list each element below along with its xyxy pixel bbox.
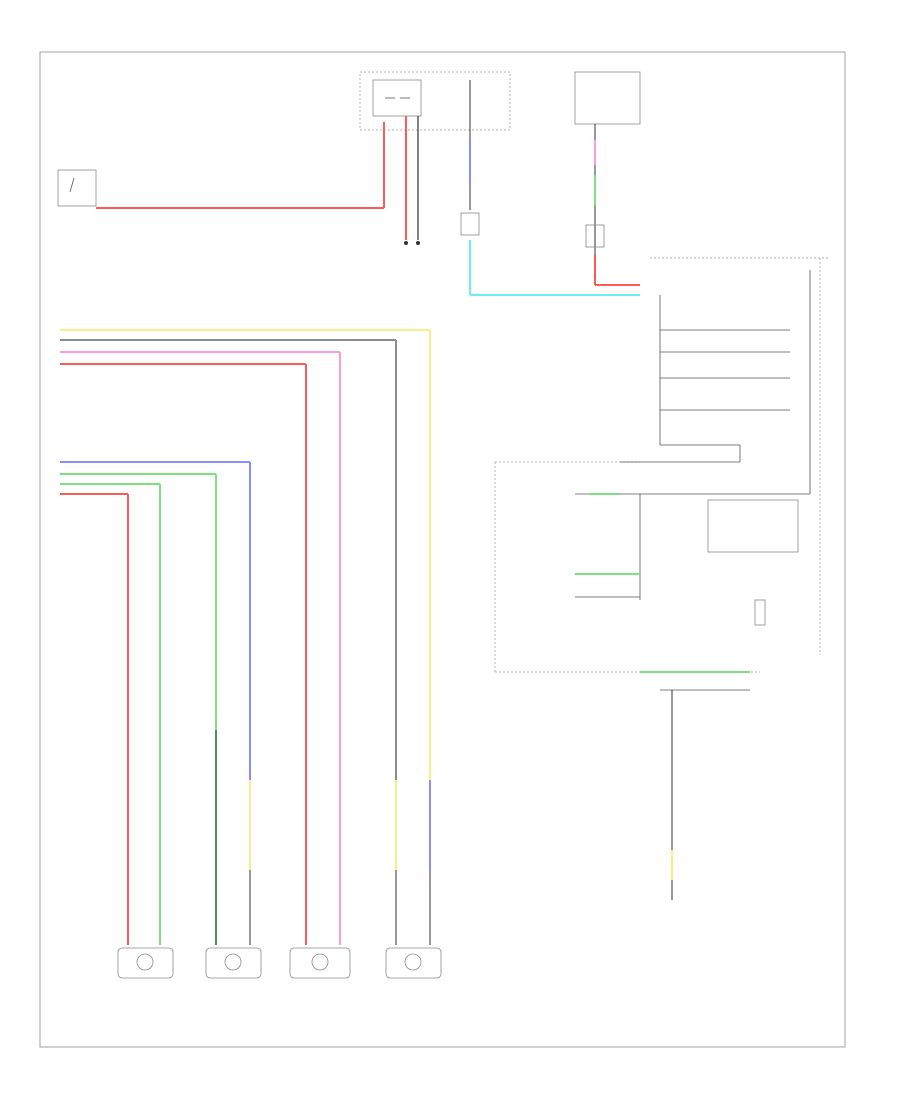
fuse-box-right bbox=[585, 224, 605, 248]
yaw-sensor bbox=[640, 671, 750, 691]
left-rear-sensor bbox=[385, 947, 442, 979]
terminal-1 bbox=[404, 241, 408, 245]
right-front-sensor bbox=[205, 947, 262, 979]
ignition-relay-left bbox=[359, 71, 511, 131]
abs-module bbox=[494, 257, 830, 673]
diagram-border bbox=[39, 51, 846, 1048]
switch-component-left bbox=[57, 169, 97, 207]
ignition-relay-right bbox=[574, 71, 641, 125]
terminal-2 bbox=[416, 241, 420, 245]
right-rear-sensor bbox=[289, 947, 351, 979]
fuse-box-left bbox=[460, 212, 480, 236]
left-front-sensor bbox=[117, 947, 174, 979]
